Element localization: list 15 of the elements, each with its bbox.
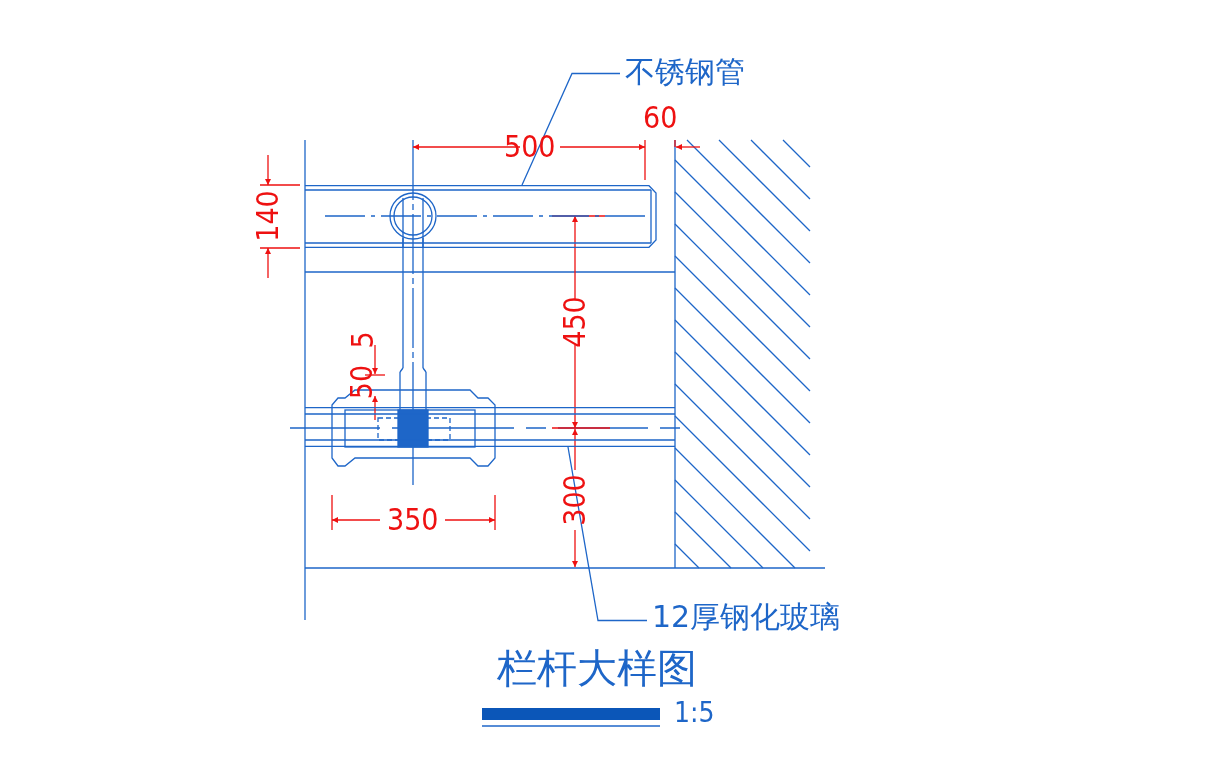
drawing-title: 栏杆大样图 — [497, 646, 697, 690]
dimension-label: 450 — [559, 296, 590, 348]
scale-label: 1:5 — [674, 698, 715, 729]
callout-label: 不锈钢管 — [625, 55, 745, 88]
leader-line — [567, 446, 648, 622]
dimension-label: 60 — [643, 103, 678, 133]
glass-panel-drawing — [305, 407, 675, 447]
dimension-label: 5 — [347, 331, 378, 349]
leader-line — [521, 72, 621, 186]
handrail-drawing — [305, 185, 657, 248]
dimension-label: 50 — [347, 364, 378, 400]
dimension-label: 350 — [387, 505, 439, 535]
dimension-label: 140 — [252, 190, 283, 242]
callout-label: 12厚钢化玻璃 — [652, 600, 841, 633]
dimension-label: 300 — [559, 474, 590, 526]
